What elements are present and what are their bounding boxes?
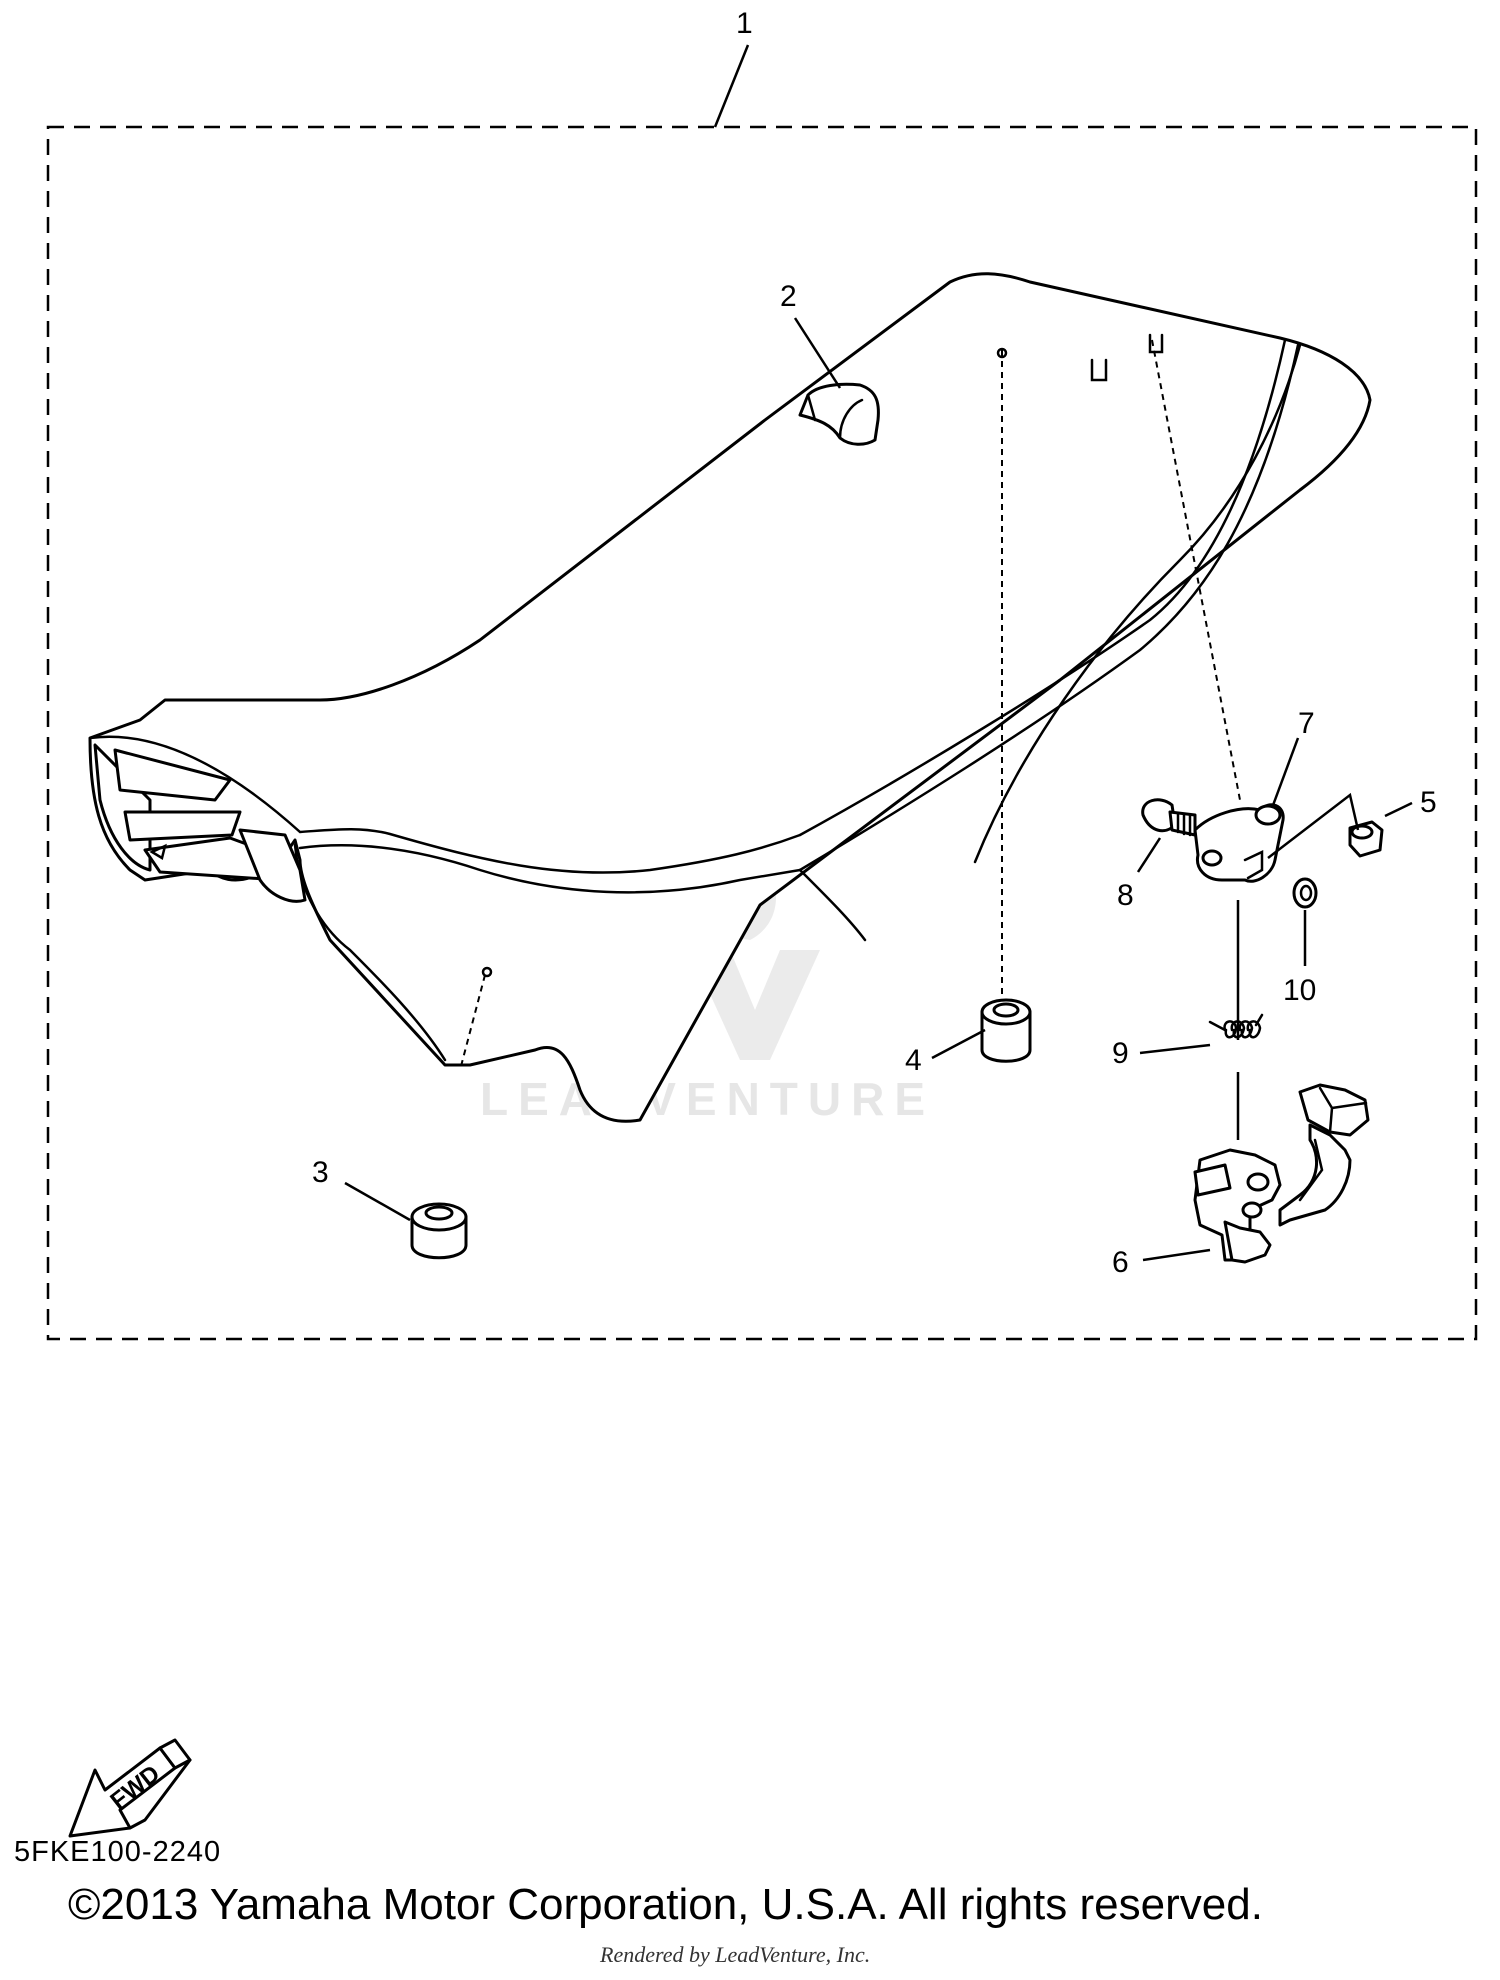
alignment-line-damper-3 (459, 974, 486, 1071)
copyright-notice: ©2013 Yamaha Motor Corporation, U.S.A. A… (68, 1880, 1263, 1929)
leader-1 (713, 44, 750, 128)
leader-7 (1270, 737, 1300, 809)
seat-rear-hook-right (1148, 333, 1164, 354)
damper-3 (410, 1202, 468, 1260)
seat-rear-flank (973, 343, 1302, 864)
rendered-by-credit: Rendered by LeadVenture, Inc. (600, 1942, 871, 1967)
seat-lock-6 (1193, 1083, 1370, 1264)
diagram-code: 5FKE100-2240 (14, 1836, 222, 1868)
nut-alignment-line (1267, 792, 1360, 859)
bolt-8 (1141, 798, 1197, 837)
seat-body (88, 272, 1372, 1123)
hole-marker-4 (996, 347, 1008, 359)
callout-2: 2 (780, 280, 797, 313)
nut-5 (1348, 820, 1384, 858)
callout-7: 7 (1298, 707, 1315, 740)
seat-side-seam (293, 843, 447, 1062)
spring-9 (1208, 1013, 1264, 1039)
callout-3: 3 (312, 1156, 329, 1189)
clip-10 (1292, 877, 1318, 909)
alignment-line-bracket-7 (1151, 339, 1241, 801)
leader-6 (1142, 1248, 1211, 1262)
watermark-v-icon (690, 950, 820, 1060)
leader-9 (1139, 1043, 1211, 1055)
callout-4: 4 (905, 1044, 922, 1077)
lock-bracket-7 (1193, 803, 1285, 883)
callout-6: 6 (1112, 1246, 1129, 1279)
seat-front-flap (798, 868, 867, 942)
seat-assembly (88, 272, 1372, 1123)
leader-8 (1136, 837, 1162, 873)
watermark-text: LEADVENTURE (480, 1073, 935, 1125)
callout-5: 5 (1420, 786, 1437, 819)
damper-4 (980, 998, 1032, 1063)
hole-marker-3 (481, 966, 493, 978)
kit-boundary-frame (46, 125, 1478, 1341)
seat-rear-hook-left (1090, 358, 1108, 382)
callout-10: 10 (1283, 974, 1316, 1007)
seat-piping-lower (298, 844, 802, 894)
callout-1: 1 (736, 7, 753, 40)
leader-3 (344, 1181, 411, 1222)
leader-2 (793, 317, 842, 389)
leader-5 (1384, 801, 1413, 818)
callout-9: 9 (1112, 1037, 1129, 1070)
fwd-arrow-icon: FWD (68, 1738, 192, 1838)
seat-front-nose (93, 743, 307, 903)
seat-top-edge (88, 735, 802, 874)
seat-rear-piping (798, 343, 1300, 872)
callout-8: 8 (1117, 879, 1134, 912)
leader-4 (931, 1028, 986, 1060)
